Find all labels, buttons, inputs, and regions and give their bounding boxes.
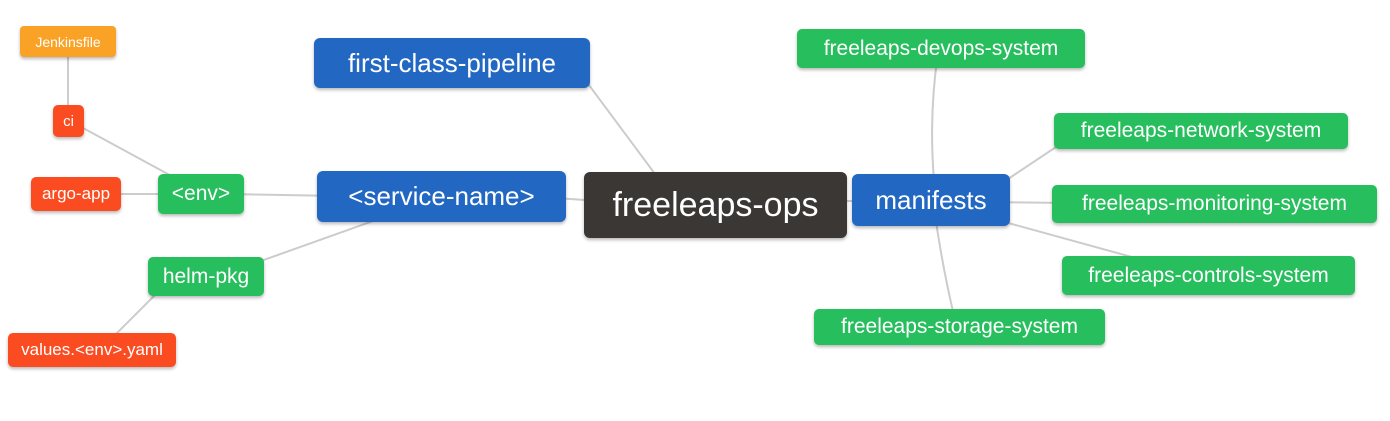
node-ci[interactable]: ci [53,105,84,137]
node-freeleaps-controls-system[interactable]: freeleaps-controls-system [1062,256,1355,295]
node-service-name[interactable]: <service-name> [317,171,566,222]
node-freeleaps-network-system[interactable]: freeleaps-network-system [1054,113,1348,149]
edge-manifests-controls-system [989,217,1151,263]
edge-manifests-storage-system [934,214,956,321]
node-manifests[interactable]: manifests [852,174,1010,226]
node-values-env-yaml[interactable]: values.<env>.yaml [8,333,176,367]
edge-manifests-devops-system [931,59,938,181]
node-jenkinsfile[interactable]: Jenkinsfile [20,26,116,57]
node-freeleaps-devops-system[interactable]: freeleaps-devops-system [797,29,1085,68]
node-freeleaps-ops[interactable]: freeleaps-ops [584,172,847,238]
node-freeleaps-monitoring-system[interactable]: freeleaps-monitoring-system [1052,185,1377,223]
node-helm-pkg[interactable]: helm-pkg [148,257,264,296]
node-env[interactable]: <env> [158,174,244,214]
node-first-class-pipeline[interactable]: first-class-pipeline [314,38,590,88]
edge-first-class-pipeline-ops [579,72,659,179]
node-freeleaps-storage-system[interactable]: freeleaps-storage-system [814,309,1105,345]
node-argo-app[interactable]: argo-app [31,177,121,211]
